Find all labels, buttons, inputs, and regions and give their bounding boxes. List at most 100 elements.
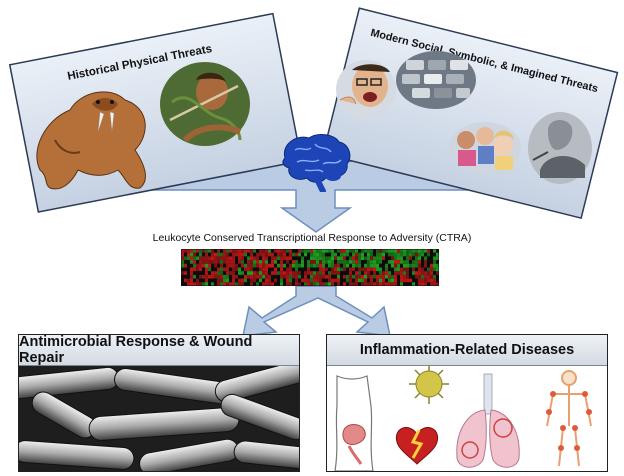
heatmap-cell — [334, 267, 337, 272]
heatmap-cell — [316, 249, 319, 253]
heatmap-cell — [412, 260, 415, 264]
heatmap-cell — [352, 260, 355, 264]
heatmap-cell — [199, 267, 202, 272]
heatmap-cell — [427, 282, 430, 286]
heatmap-cell — [226, 263, 229, 268]
heatmap-cell — [190, 282, 193, 286]
heatmap-cell — [388, 263, 391, 268]
heatmap-cell — [250, 282, 253, 286]
heatmap-cell — [241, 249, 244, 253]
heatmap-cell — [388, 271, 391, 275]
heatmap-cell — [391, 278, 394, 283]
heatmap-cell — [367, 282, 370, 286]
heatmap-cell — [214, 274, 217, 279]
heatmap-cell — [298, 249, 301, 253]
children-group-image — [449, 122, 521, 174]
heatmap-cell — [412, 274, 415, 279]
heatmap-cell — [373, 263, 376, 268]
heatmap-cell — [325, 274, 328, 279]
heatmap-cell — [262, 282, 265, 286]
heatmap-cell — [358, 278, 361, 283]
angry-man-image — [336, 60, 396, 120]
heatmap-cell — [256, 252, 259, 257]
heatmap-cell — [364, 260, 367, 264]
heatmap-cell — [406, 260, 409, 264]
heatmap-cell — [235, 271, 238, 275]
heatmap-cell — [298, 282, 301, 286]
heatmap-cell — [337, 252, 340, 257]
heatmap-cell — [193, 271, 196, 275]
heatmap-cell — [292, 249, 295, 253]
heatmap-cell — [427, 263, 430, 268]
heatmap-cell — [181, 271, 184, 275]
heatmap-cell — [283, 271, 286, 275]
heatmap-cell — [193, 260, 196, 264]
heatmap-cell — [193, 274, 196, 279]
heatmap-cell — [364, 249, 367, 253]
heatmap-cell — [349, 263, 352, 268]
heatmap-cell — [316, 263, 319, 268]
heatmap-cell — [268, 267, 271, 272]
heatmap-cell — [304, 256, 307, 261]
heatmap-cell — [247, 260, 250, 264]
heatmap-cell — [277, 263, 280, 268]
heatmap-cell — [400, 267, 403, 272]
heatmap-cell — [409, 263, 412, 268]
heatmap-cell — [415, 282, 418, 286]
heatmap-cell — [223, 282, 226, 286]
heatmap-cell — [265, 256, 268, 261]
body-outline-icon — [334, 375, 374, 471]
heatmap-cell — [181, 282, 184, 286]
heatmap-cell — [382, 260, 385, 264]
heatmap-cell — [229, 256, 232, 261]
heatmap-cell — [403, 256, 406, 261]
heatmap-cell — [199, 260, 202, 264]
heatmap-cell — [340, 278, 343, 283]
heatmap-cell — [424, 263, 427, 268]
heatmap-cell — [367, 256, 370, 261]
heatmap-cell — [286, 282, 289, 286]
heatmap-cell — [310, 282, 313, 286]
heatmap-cell — [220, 282, 223, 286]
heatmap-cell — [307, 278, 310, 283]
heatmap-cell — [181, 249, 184, 253]
heatmap-cell — [391, 282, 394, 286]
heatmap-cell — [259, 249, 262, 253]
heatmap-cell — [229, 249, 232, 253]
heatmap-cell — [190, 274, 193, 279]
heatmap-cell — [355, 282, 358, 286]
virus-icon — [409, 366, 449, 404]
heatmap-cell — [250, 278, 253, 283]
heatmap-cell — [325, 271, 328, 275]
heatmap-cell — [280, 256, 283, 261]
heatmap-cell — [298, 260, 301, 264]
heatmap-cell — [361, 263, 364, 268]
brain-icon — [282, 134, 351, 192]
heatmap-cell — [394, 267, 397, 272]
heatmap-cell — [196, 267, 199, 272]
heatmap-cell — [232, 263, 235, 268]
heatmap-cell — [385, 278, 388, 283]
heatmap-cell — [325, 263, 328, 268]
heatmap-cell — [343, 249, 346, 253]
heatmap-cell — [205, 267, 208, 272]
heatmap-cell — [430, 267, 433, 272]
heatmap-cell — [271, 263, 274, 268]
heatmap-cell — [424, 278, 427, 283]
heatmap-cell — [307, 256, 310, 261]
heatmap-cell — [415, 252, 418, 257]
heatmap-cell — [187, 256, 190, 261]
heatmap-cell — [214, 252, 217, 257]
heatmap-cell — [316, 260, 319, 264]
heatmap-cell — [190, 278, 193, 283]
heatmap-cell — [436, 274, 439, 279]
heatmap-cell — [394, 260, 397, 264]
heatmap-cell — [247, 263, 250, 268]
heatmap-cell — [304, 249, 307, 253]
heatmap-cell — [193, 282, 196, 286]
broken-heart-icon — [395, 427, 439, 465]
heatmap-cell — [322, 267, 325, 272]
heatmap-cell — [304, 278, 307, 283]
heatmap-cell — [319, 274, 322, 279]
heatmap-cell — [232, 249, 235, 253]
